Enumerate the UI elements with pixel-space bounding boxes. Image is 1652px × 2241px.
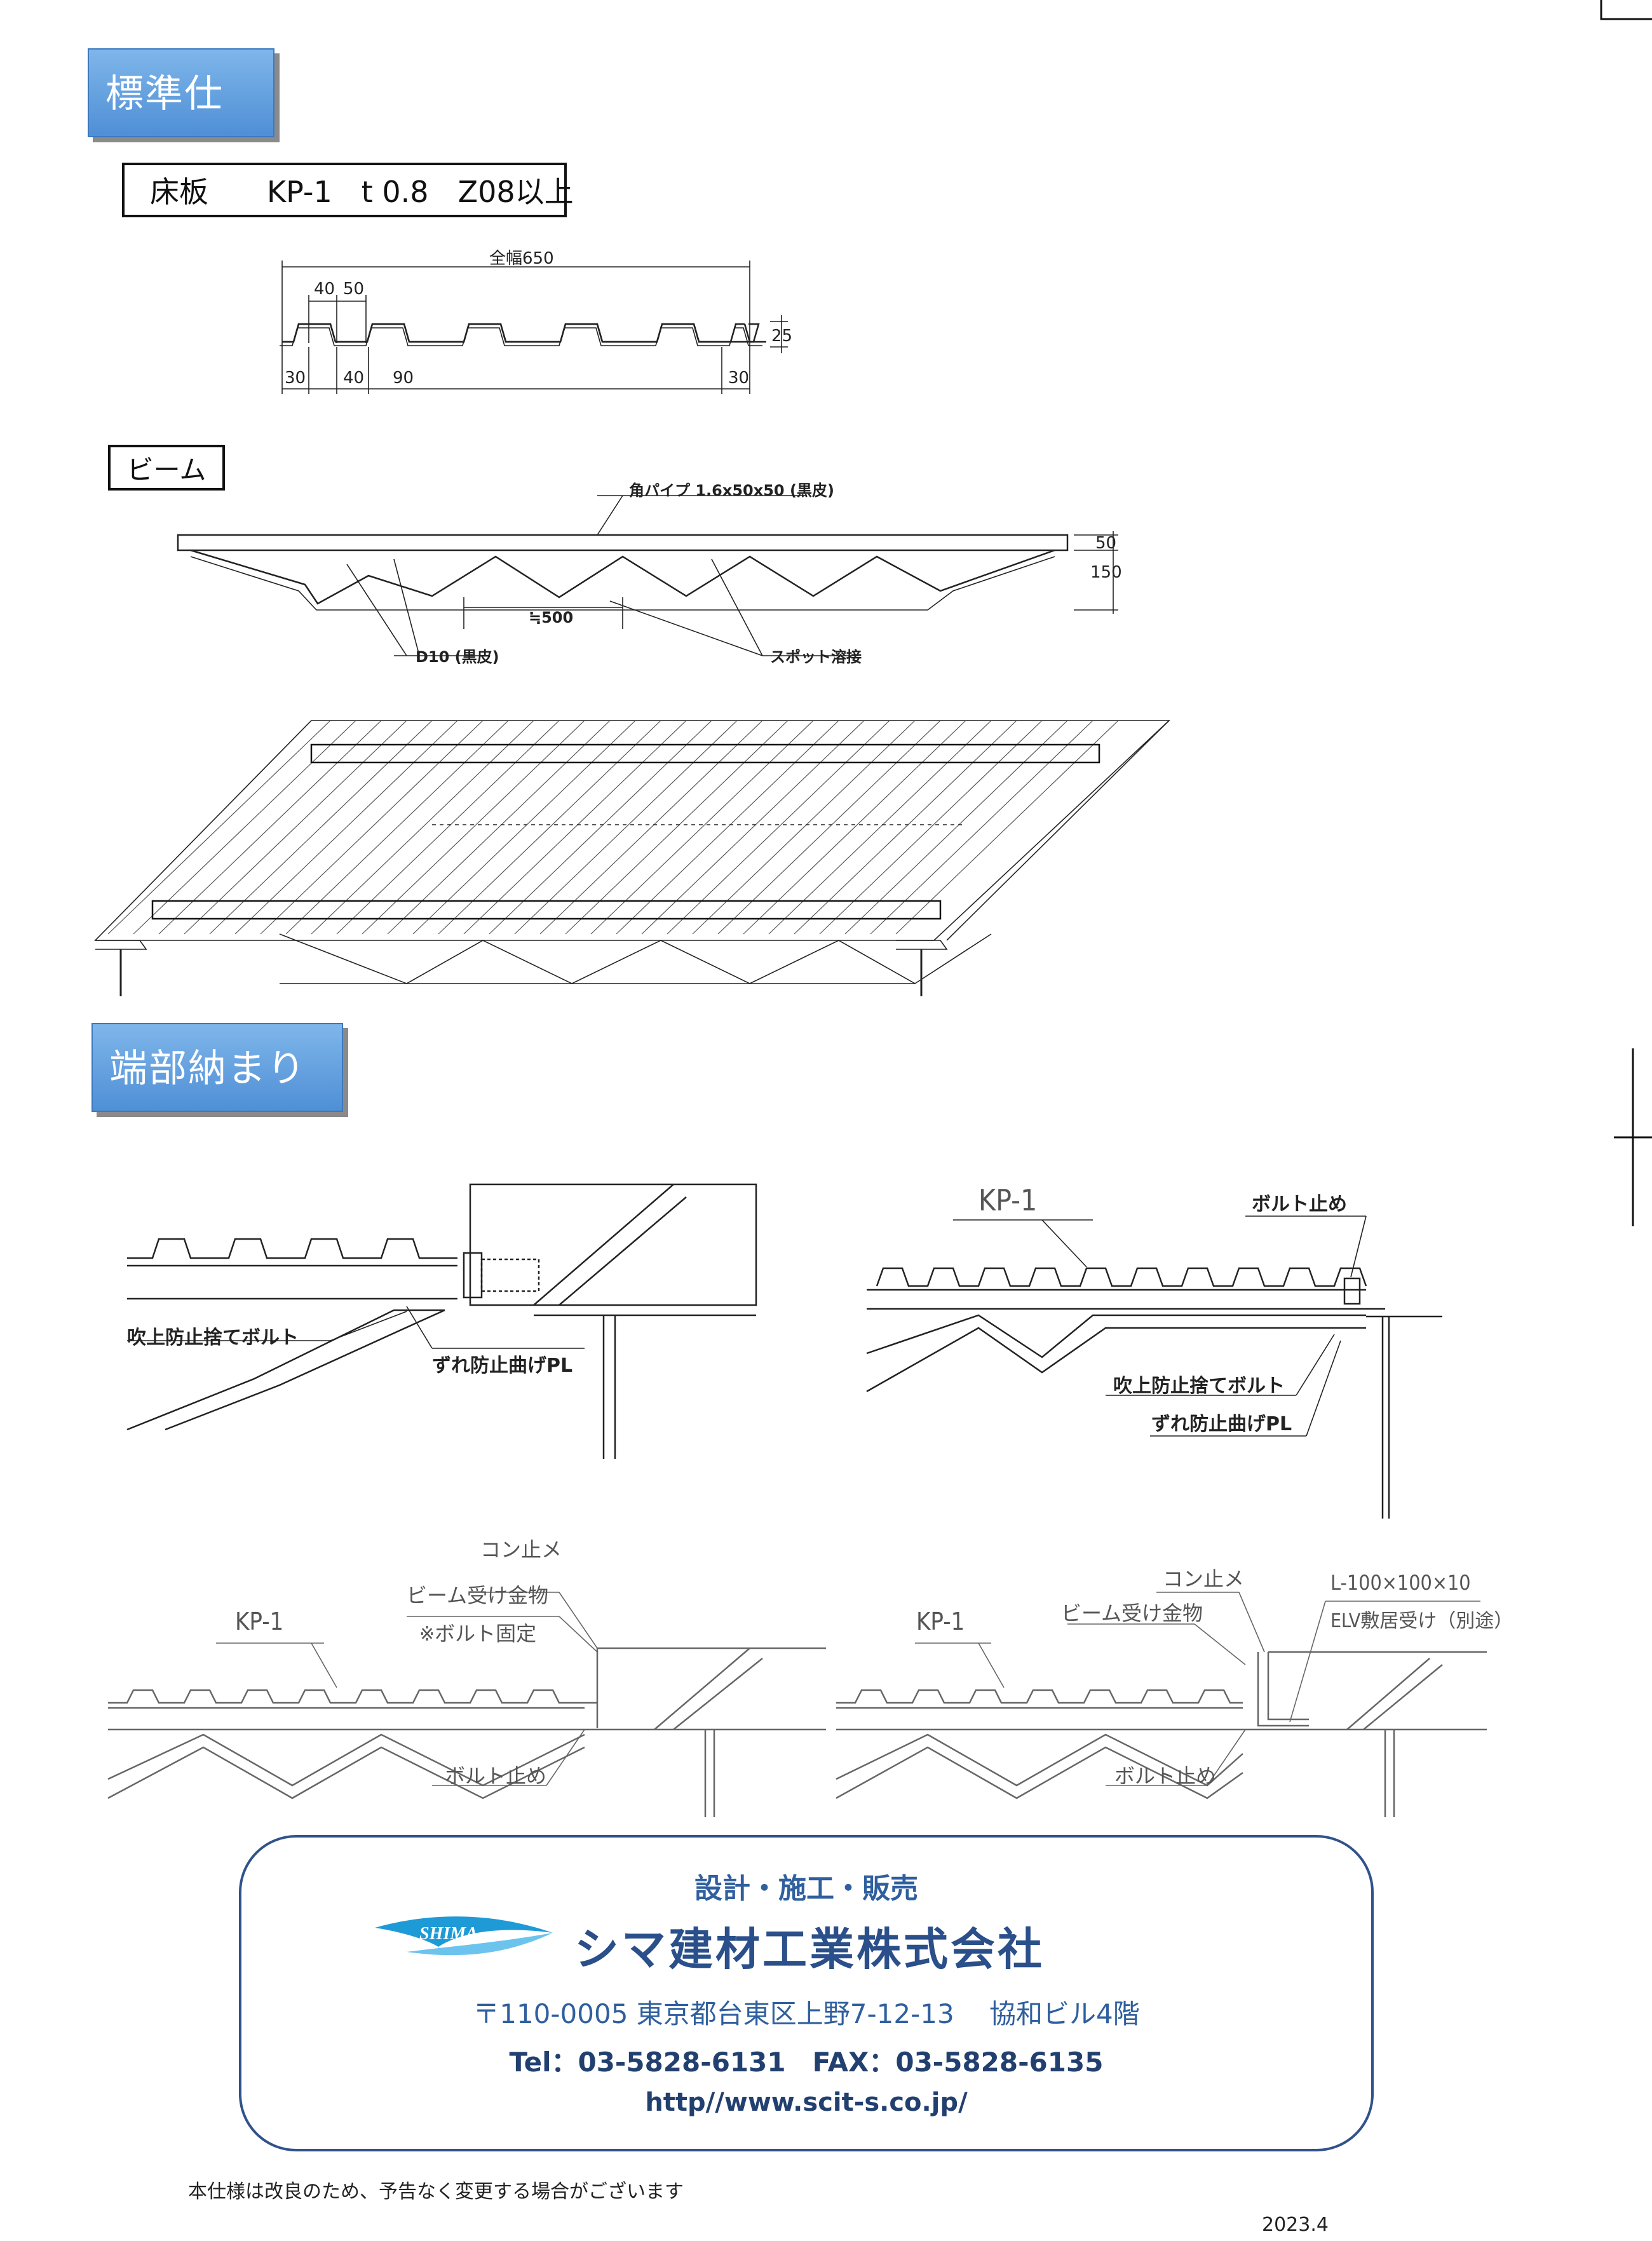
beam-rod-label: D10 (黒皮) bbox=[416, 648, 499, 666]
floor-panel-spec: KP-1 t 0.8 Z08以上 bbox=[267, 175, 574, 209]
company-card: 設計・施工・販売 SHIMA シマ建材工業株式会社 〒110-0005 東京都台… bbox=[239, 1835, 1374, 2151]
detail4-bracket-label: ビーム受け金物 bbox=[1061, 1601, 1203, 1625]
section-title: 端部納まり例 bbox=[109, 1046, 306, 1180]
floor-panel-spec-box: 床板 KP-1 t 0.8 Z08以上 bbox=[122, 163, 574, 217]
detail1-bolt-label: 吹上防止捨てボルト bbox=[127, 1327, 299, 1349]
beam-pipe-label: 角パイプ 1.6x50x50 (黒皮) bbox=[629, 482, 834, 499]
floor-panel-isometric bbox=[94, 720, 1171, 996]
company-name: シマ建材工業株式会社 bbox=[574, 1923, 1045, 1975]
section-header-end-detail: 端部納まり例 bbox=[91, 1023, 343, 1180]
detail4-angle-label: L-100×100×10 bbox=[1330, 1571, 1471, 1595]
company-phone-fax: Tel：03-5828-6131 FAX：03-5828-6135 bbox=[509, 2047, 1104, 2078]
floor-panel-profile bbox=[280, 323, 766, 346]
detail3-stop-label: ボルト止め bbox=[445, 1764, 547, 1788]
detail2-panel-label: KP-1 bbox=[978, 1183, 1038, 1217]
company-url[interactable]: http//www.scit-s.co.jp/ bbox=[645, 2088, 968, 2117]
end-detail-3 bbox=[107, 1592, 826, 1817]
detail3-bracket-note: ※ボルト固定 bbox=[419, 1622, 537, 1646]
detail3-panel-label: KP-1 bbox=[235, 1608, 284, 1635]
dim-bottom-2: 40 bbox=[343, 369, 365, 388]
logo-text: SHIMA bbox=[419, 1924, 478, 1944]
detail3-bracket-label: ビーム受け金物 bbox=[407, 1583, 549, 1608]
dim-height: 25 bbox=[771, 327, 793, 346]
company-logo: SHIMA bbox=[375, 1916, 553, 1956]
footer-date: 2023.4 bbox=[1262, 2214, 1329, 2236]
end-detail-4 bbox=[836, 1592, 1487, 1817]
beam-elevation bbox=[177, 495, 1118, 656]
detail4-stop-label: ボルト止め bbox=[1114, 1764, 1217, 1788]
beam-label-box: ビーム bbox=[108, 445, 225, 491]
detail3-con-label: コン止メ bbox=[480, 1538, 562, 1562]
company-address: 〒110-0005 東京都台東区上野7-12-13 協和ビル4階 bbox=[473, 1998, 1140, 2029]
floor-panel-dimensions bbox=[281, 261, 788, 394]
detail2-stop-label: ボルト止め bbox=[1252, 1193, 1347, 1215]
beam-dim-total: 150 bbox=[1090, 563, 1122, 582]
company-tagline: 設計・施工・販売 bbox=[694, 1872, 918, 1905]
dim-bottom-4: 30 bbox=[728, 369, 750, 388]
dim-top-b: 50 bbox=[343, 280, 365, 299]
end-detail-2 bbox=[866, 1215, 1442, 1519]
detail2-plate-label: ずれ防止曲げPL bbox=[1151, 1413, 1292, 1435]
dim-total-width: 全幅650 bbox=[489, 249, 554, 268]
detail4-angle-note: ELV敷居受け（別途） bbox=[1330, 1610, 1513, 1632]
beam-dim-top: 50 bbox=[1095, 534, 1117, 553]
beam-weld-label: スポット溶接 bbox=[770, 648, 862, 666]
beam-pitch-label: ≒500 bbox=[529, 609, 574, 626]
beam-label: ビーム bbox=[126, 454, 207, 485]
footer-note: 本仕様は改良のため、予告なく変更する場合がございます bbox=[188, 2181, 684, 2203]
detail4-con-label: コン止メ bbox=[1163, 1567, 1245, 1591]
dim-bottom-3: 90 bbox=[393, 369, 414, 388]
detail4-panel-label: KP-1 bbox=[916, 1608, 965, 1635]
detail1-plate-label: ずれ防止曲げPL bbox=[432, 1355, 573, 1377]
dim-top-a: 40 bbox=[314, 280, 335, 299]
end-detail-1 bbox=[126, 1183, 757, 1459]
floor-panel-label: 床板 bbox=[150, 175, 208, 209]
detail2-bolt-label: 吹上防止捨てボルト bbox=[1113, 1375, 1285, 1397]
dim-bottom-1: 30 bbox=[285, 369, 306, 388]
crop-marks bbox=[1600, 0, 1652, 1226]
